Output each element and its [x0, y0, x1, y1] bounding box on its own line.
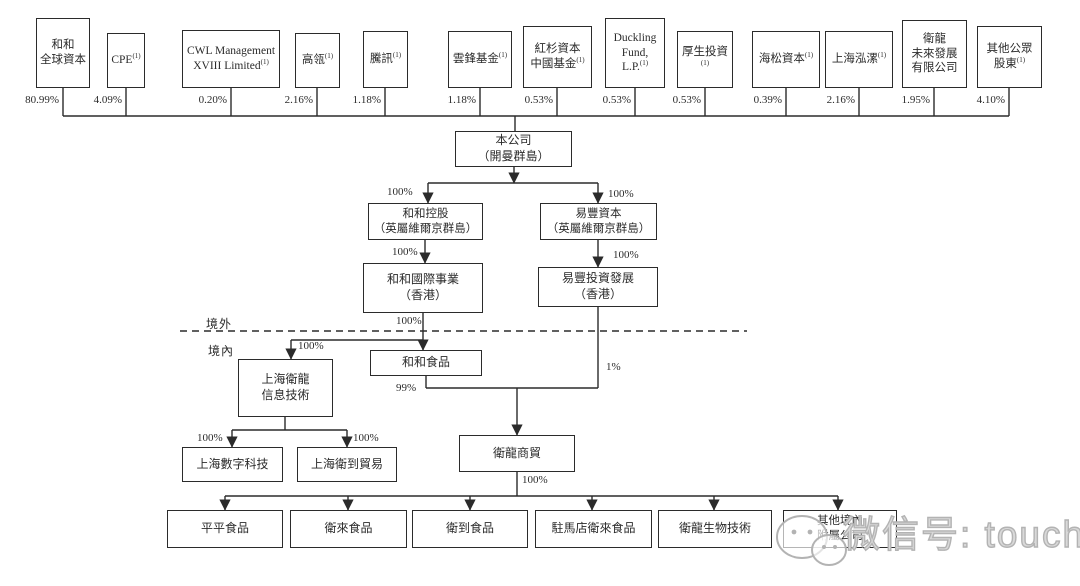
edge-pct-100-split-right: 100%	[608, 188, 634, 200]
footnote-sup: (1)	[877, 51, 887, 60]
wechat-icon	[776, 515, 847, 566]
shareholder-cpe: CPE(1)	[107, 33, 145, 88]
shareholder-label: 上海泓漯	[831, 53, 878, 66]
footnote-sup: (1)	[1016, 56, 1026, 65]
node-shanghai-digital-tech: 上海數字科技	[182, 447, 283, 482]
node-weilai-food: 衛來食品	[290, 510, 407, 548]
shareholder-label: 雲鋒基金	[452, 53, 499, 66]
edge-pct-100-split-left: 100%	[387, 186, 413, 198]
shareholder-label: 海松資本	[758, 53, 805, 66]
watermark-text: 微信号: touchweb	[842, 513, 1080, 555]
shareholder-hillhouse: 高瓴(1)	[295, 33, 340, 88]
pct-housheng: 0.53%	[672, 94, 701, 106]
shareholder-duckling-fund: Duckling Fund, L.P.(1)	[605, 18, 665, 88]
edge-pct-99-hehe-food: 99%	[396, 382, 417, 394]
edge-pct-100-sh-weilong-it: 100%	[298, 340, 324, 352]
shareholder-label: CWL Management XVIII Limited	[186, 45, 276, 72]
edge-pct-100-hehe-food: 100%	[396, 315, 422, 327]
node-weilong-trading: 衛龍商貿	[459, 435, 575, 472]
shareholder-label: Duckling Fund, L.P.	[613, 31, 657, 74]
shareholder-other-public: 其他公眾 股東(1)	[977, 26, 1042, 88]
node-yifeng-capital-bvi: 易豐資本 （英屬維爾京群島）	[540, 203, 657, 240]
pct-other-public: 4.10%	[976, 94, 1005, 106]
shareholder-haisong-capital: 海松資本(1)	[752, 31, 820, 88]
node-yifeng-investment-hk: 易豐投資發展 （香港）	[538, 267, 658, 307]
edge-pct-100-sh-digital: 100%	[197, 432, 223, 444]
node-zhumadian-weilai-food: 駐馬店衛來食品	[535, 510, 652, 548]
shareholder-label: 衛龍 未來發展 有限公司	[911, 32, 958, 75]
pct-hehe-global: 80.99%	[25, 94, 59, 106]
node-pingping-food: 平平食品	[167, 510, 283, 548]
shareholder-tencent: 騰訊(1)	[363, 31, 408, 88]
node-shanghai-weidao-trade: 上海衛到貿易	[297, 447, 397, 482]
footnote-sup: (1)	[639, 59, 649, 68]
footnote-sup: (1)	[324, 52, 334, 61]
shareholder-label: CPE	[111, 54, 133, 67]
footnote-sup: (1)	[392, 51, 402, 60]
shareholder-label: 其他公眾 股東	[986, 43, 1033, 70]
pct-cpe: 4.09%	[93, 94, 122, 106]
shareholder-cwl-management: CWL Management XVIII Limited(1)	[182, 30, 280, 88]
node-hehe-holding-bvi: 和和控股 （英屬維爾京群島）	[368, 203, 483, 240]
node-hehe-food: 和和食品	[370, 350, 482, 376]
zone-label-offshore: 境外	[206, 317, 233, 331]
edge-pct-100-weilong-trading: 100%	[522, 474, 548, 486]
pct-weilong-future: 1.95%	[901, 94, 930, 106]
shareholder-label: 騰訊	[369, 53, 393, 66]
edge-pct-1-yifeng-invest: 1%	[606, 361, 621, 373]
pct-yunfeng: 1.18%	[447, 94, 476, 106]
pct-sequoia: 0.53%	[524, 94, 553, 106]
shareholder-housheng: 厚生投資(1)	[677, 31, 733, 88]
shareholder-label: 厚生投資	[682, 45, 728, 58]
footnote-sup: (1)	[260, 58, 269, 67]
node-weidao-food: 衛到食品	[412, 510, 528, 548]
shareholder-sequoia-china: 紅杉資本 中國基金(1)	[523, 26, 592, 88]
node-shanghai-weilong-it: 上海衛龍 信息技術	[238, 359, 333, 417]
pct-hongluo: 2.16%	[826, 94, 855, 106]
footnote-sup: (1)	[576, 56, 585, 65]
shareholder-yunfeng-fund: 雲鋒基金(1)	[448, 31, 512, 88]
footnote-sup: (1)	[498, 51, 508, 60]
pct-hillhouse: 2.16%	[284, 94, 313, 106]
footnote-sup: (1)	[700, 58, 710, 67]
node-company-cayman: 本公司 （開曼群島）	[455, 131, 572, 167]
footnote-sup: (1)	[132, 52, 141, 61]
shareholder-label: 高瓴	[301, 54, 325, 67]
node-weilong-biotech: 衛龍生物技術	[658, 510, 772, 548]
shareholder-label: 紅杉資本 中國基金	[530, 43, 581, 70]
zone-label-onshore: 境內	[208, 344, 235, 358]
edge-pct-100-yifeng-invest: 100%	[613, 249, 639, 261]
shareholder-shanghai-hongluo: 上海泓漯(1)	[825, 31, 893, 88]
shareholder-hehe-global: 和和 全球資本	[36, 18, 90, 88]
pct-duckling: 0.53%	[602, 94, 631, 106]
pct-haisong: 0.39%	[753, 94, 782, 106]
shareholder-label: 和和 全球資本	[40, 39, 86, 66]
footnote-sup: (1)	[804, 51, 814, 60]
edge-pct-100-sh-weidao: 100%	[353, 432, 379, 444]
node-hehe-international-hk: 和和國際事業 （香港）	[363, 263, 483, 313]
edge-pct-100-hehe-intl: 100%	[392, 246, 418, 258]
shareholder-weilong-future: 衛龍 未來發展 有限公司	[902, 20, 967, 88]
pct-cwl: 0.20%	[198, 94, 227, 106]
pct-tencent: 1.18%	[352, 94, 381, 106]
